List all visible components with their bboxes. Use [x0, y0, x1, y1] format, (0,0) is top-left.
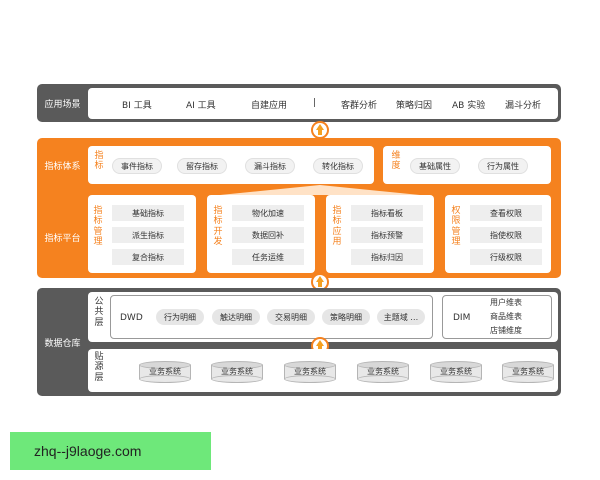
metric-application-title: 指 标 应 用: [332, 206, 342, 248]
app-item-funnel-analysis: 漏斗分析: [505, 101, 542, 111]
metric-development-title: 指 标 开 发: [213, 206, 223, 248]
product-dim-table: 商品维表: [490, 312, 522, 321]
metric-system-label: 指标体系: [44, 161, 81, 172]
basic-attribute-pill: 基础属性: [410, 158, 460, 174]
app-item-ab-test: AB 实验: [452, 101, 486, 111]
metric-platform-label: 指标平台: [44, 233, 81, 244]
touch-detail-bubble: 触达明细: [212, 309, 260, 325]
business-system-db: 业务系统: [139, 361, 191, 383]
app-item-segment-analysis: 客群分析: [341, 101, 378, 111]
data-backfill-item: 数据回补: [232, 227, 304, 243]
dwd-label: DWD: [120, 313, 143, 323]
metric-dashboard-item: 指标看板: [351, 205, 423, 221]
composite-metric-item: 复合指标: [112, 249, 184, 265]
business-system-db: 业务系统: [211, 361, 263, 383]
materialize-acceleration-item: 物化加速: [232, 205, 304, 221]
business-system-db: 业务系统: [284, 361, 336, 383]
conversion-metric-pill: 转化指标: [313, 158, 363, 174]
business-system-db: 业务系统: [502, 361, 554, 383]
watermark-banner: zhq--j9laoge.com: [10, 432, 211, 470]
event-metric-pill: 事件指标: [112, 158, 162, 174]
dim-label: DIM: [453, 313, 471, 323]
behavior-attribute-pill: 行为属性: [478, 158, 528, 174]
connector-shape: [220, 185, 420, 195]
app-item-custom-app: 自建应用: [251, 101, 288, 111]
basic-metric-item: 基础指标: [112, 205, 184, 221]
dwd-box: [110, 295, 433, 339]
app-item-divider: |: [313, 98, 317, 108]
app-layer-panel: [88, 88, 558, 119]
indicator-title: 指 标: [94, 151, 104, 172]
transaction-detail-bubble: 交易明细: [267, 309, 315, 325]
app-item-strategy-attribution: 策略归因: [396, 101, 433, 111]
shop-dim-table: 店铺维度: [490, 326, 522, 335]
metric-attribution-item: 指标归因: [351, 249, 423, 265]
strategy-detail-bubble: 策略明细: [322, 309, 370, 325]
up-arrow-icon: [311, 121, 329, 139]
task-ops-item: 任务运维: [232, 249, 304, 265]
public-layer-title: 公 共 层: [94, 297, 104, 328]
data-warehouse-label: 数据仓库: [44, 338, 81, 349]
dimension-title: 维 度: [391, 151, 401, 172]
business-system-db: 业务系统: [430, 361, 482, 383]
app-item-bi-tool: BI 工具: [122, 101, 152, 111]
app-item-ai-tool: AI 工具: [186, 101, 216, 111]
metric-alert-item: 指标预警: [351, 227, 423, 243]
app-layer-label: 应用场景: [44, 99, 81, 110]
dim-box: [442, 295, 552, 339]
row-level-permission-item: 行级权限: [470, 249, 542, 265]
user-dim-table: 用户维表: [490, 298, 522, 307]
permission-management-title: 权 限 管 理: [451, 206, 461, 248]
retention-metric-pill: 留存指标: [177, 158, 227, 174]
behavior-detail-bubble: 行为明细: [156, 309, 204, 325]
source-layer-title: 贴 源 层: [94, 352, 104, 383]
subject-domain-bubble: 主题域 …: [377, 309, 425, 325]
funnel-metric-pill: 漏斗指标: [245, 158, 295, 174]
view-permission-item: 查看权限: [470, 205, 542, 221]
derived-metric-item: 派生指标: [112, 227, 184, 243]
metric-management-title: 指 标 管 理: [93, 206, 103, 248]
business-system-db: 业务系统: [357, 361, 409, 383]
usage-permission-item: 指使权限: [470, 227, 542, 243]
